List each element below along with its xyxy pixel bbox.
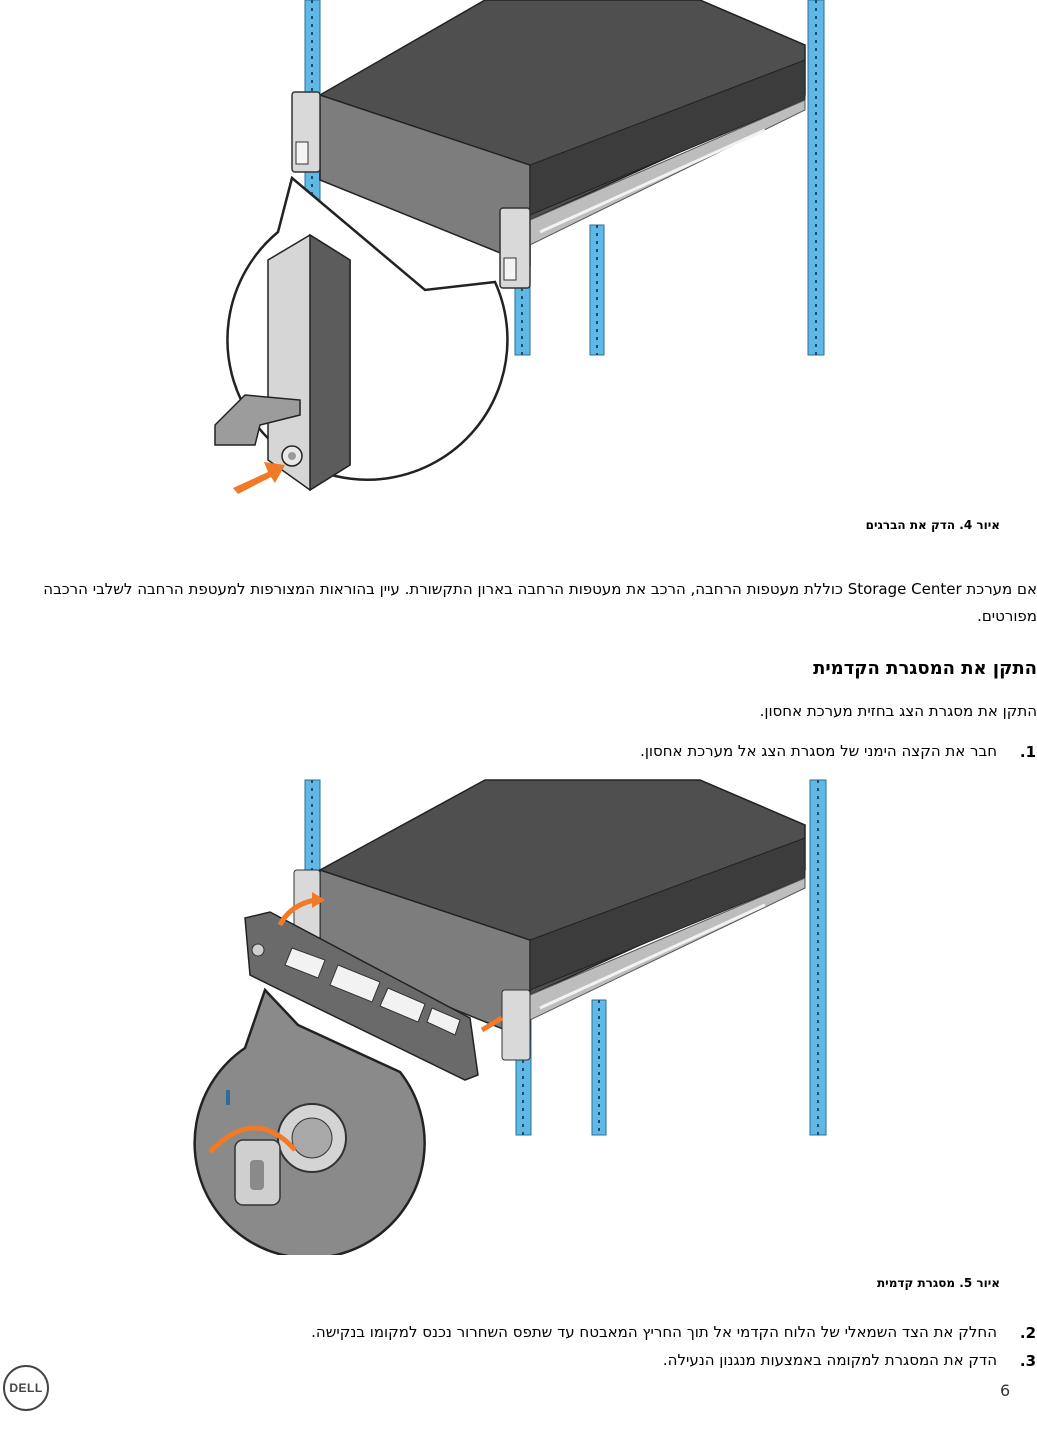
rotate-arrow-icon: [277, 892, 325, 927]
expansion-enclosure-paragraph: אם מערכת Storage Center כוללת מעטפות הרח…: [43, 580, 1037, 625]
zoom-callout: [214, 175, 509, 492]
double-arrow-icon: [480, 1015, 504, 1033]
rack-rail-right: [807, 0, 825, 356]
rack-rail-rear-mid: [591, 999, 607, 1136]
step-2-text: החלק את הצד השמאלי של הלוח הקדמי אל תוך …: [311, 1323, 997, 1341]
step-1-text: חבר את הקצה הימני של מסגרת הצג אל מערכת …: [640, 742, 997, 760]
rack-rail-rear-mid: [589, 224, 605, 356]
step-3-text: הדק את המסגרת למקומה באמצעות מנגנון הנעי…: [662, 1351, 997, 1369]
figure-4-caption-text: הדק את הברגים: [865, 518, 956, 532]
section-heading: התקן את המסגרת הקדמית: [813, 658, 1037, 679]
left-ear-bracket: [291, 91, 321, 173]
lock-callout: [193, 987, 426, 1255]
storage-chassis: [293, 779, 806, 1061]
figure-4-label: איור 4.: [959, 518, 1000, 532]
dell-logo: DELL: [3, 1365, 49, 1411]
figure-5-caption: איור 5. מסגרת קדמית: [600, 1276, 1000, 1290]
figure-5-label: איור 5.: [959, 1276, 1000, 1290]
step-2-number: 2.: [1019, 1324, 1036, 1342]
rack-rail-left: [304, 779, 321, 881]
right-ear-bracket: [499, 207, 531, 289]
figure-5-illustration: [193, 779, 827, 1255]
section-intro: התקן את מסגרת הצג בחזית מערכת אחסון.: [759, 702, 1037, 720]
figure-4-caption: איור 4. הדק את הברגים: [600, 518, 1000, 532]
page-number: 6: [1000, 1381, 1011, 1400]
front-bezel: [244, 911, 479, 1081]
step-3-number: 3.: [1019, 1352, 1036, 1370]
dell-logo-text: DELL: [9, 1381, 43, 1395]
push-arrow-icon: [233, 462, 285, 494]
figure-4-illustration: [214, 0, 825, 494]
figure-5-caption-text: מסגרת קדמית: [876, 1276, 956, 1290]
storage-chassis: [319, 0, 806, 267]
rack-rail-right: [809, 779, 827, 1136]
step-1-number: 1.: [1019, 743, 1036, 761]
